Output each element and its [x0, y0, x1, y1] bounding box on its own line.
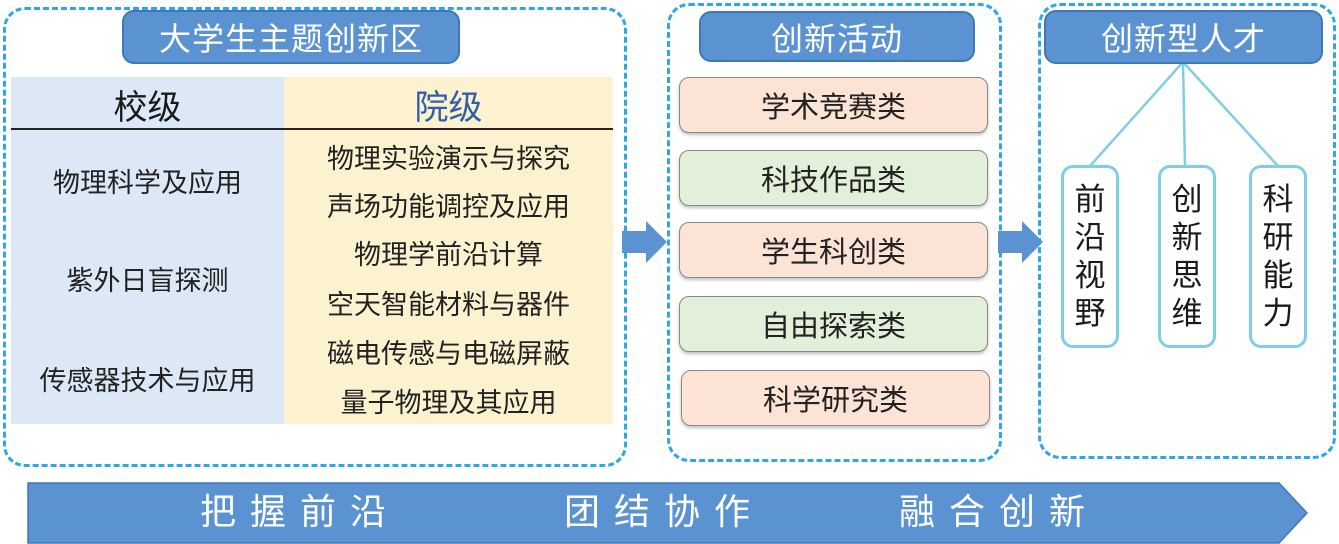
college-item: 物理实验演示与探究: [327, 144, 570, 175]
college-level-column: 院级 物理实验演示与探究 声场功能调控及应用 物理学前沿计算 空天智能材料与器件…: [284, 77, 613, 424]
activity-item: 学术竞赛类: [679, 77, 988, 133]
talent-char: 能: [1262, 257, 1294, 294]
talent-item-innovative-thinking: 创 新 思 维: [1158, 165, 1216, 348]
header-divider: [11, 128, 613, 130]
talent-char: 力: [1262, 295, 1294, 332]
talent-char: 沿: [1074, 219, 1106, 256]
talent-char: 思: [1171, 257, 1203, 294]
school-item: 物理科学及应用: [53, 168, 242, 199]
college-item: 声场功能调控及应用: [327, 192, 570, 223]
talent-item-research-ability: 科 研 能 力: [1249, 165, 1307, 348]
talent-title: 创新型人才: [1044, 10, 1323, 64]
activities-title: 创新活动: [699, 11, 975, 62]
college-level-header: 院级: [414, 87, 483, 128]
talent-char: 创: [1171, 181, 1203, 218]
talent-char: 前: [1074, 181, 1106, 218]
talent-connector-lines: [1089, 61, 1279, 167]
college-item: 空天智能材料与器件: [327, 290, 570, 321]
motto-phrase: 把握前沿: [200, 492, 401, 533]
activity-item: 科学研究类: [681, 370, 990, 426]
talent-char: 野: [1074, 295, 1106, 332]
innovation-zone-title: 大学生主题创新区: [122, 10, 460, 64]
activity-item: 自由探索类: [679, 296, 988, 352]
college-item: 磁电传感与电磁屏蔽: [327, 339, 570, 370]
talent-panel: [1038, 3, 1336, 459]
activity-item: 学生科创类: [679, 222, 988, 278]
motto-phrase: 融合创新: [899, 492, 1100, 533]
right-arrow-icon: [998, 221, 1043, 263]
school-item: 紫外日盲探测: [66, 266, 229, 297]
right-arrow-icon: [622, 221, 667, 263]
talent-char: 新: [1171, 219, 1203, 256]
school-level-column: 校级 物理科学及应用 紫外日盲探测 传感器技术与应用: [11, 77, 284, 424]
talent-char: 研: [1262, 219, 1294, 256]
talent-char: 视: [1074, 257, 1106, 294]
talent-char: 科: [1262, 181, 1294, 218]
college-item: 物理学前沿计算: [354, 240, 543, 271]
college-item: 量子物理及其应用: [340, 388, 557, 419]
activity-item: 科技作品类: [679, 150, 988, 206]
school-level-header: 校级: [113, 87, 182, 128]
motto-banner-arrow: [27, 482, 1309, 544]
school-item: 传感器技术与应用: [39, 366, 256, 397]
motto-phrase: 团结协作: [564, 492, 765, 533]
talent-item-frontier-vision: 前 沿 视 野: [1061, 165, 1119, 348]
talent-char: 维: [1171, 295, 1203, 332]
